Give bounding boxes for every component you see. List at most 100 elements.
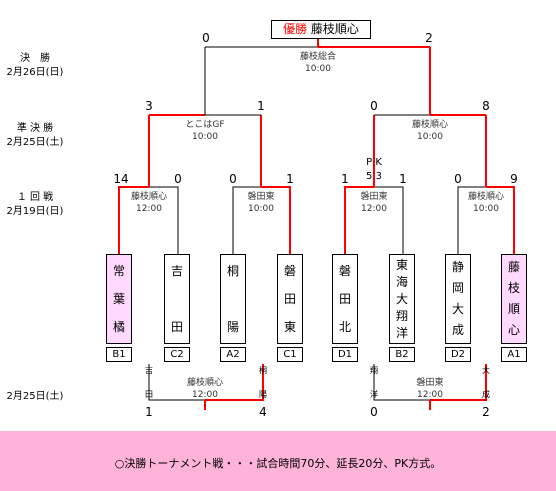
final-date: 2月26日(日) (6, 67, 64, 78)
r1-m1-right-leg (149, 186, 179, 254)
cons-left-venue: 藤枝順心 (186, 378, 223, 388)
team-name-char: 田 (338, 292, 351, 306)
r1-match-3-lines (344, 115, 404, 254)
team-code-1: B1 (106, 347, 132, 362)
final-score-left: 0 (202, 31, 210, 45)
team-box-5: 磐田北 (332, 254, 358, 344)
team-name-char: 東 (283, 320, 296, 334)
final-lines (205, 39, 430, 48)
r1-m3-score-left: 1 (341, 172, 349, 186)
team-box-8: 藤枝順心 (501, 254, 527, 344)
final-venue: 藤枝総合 (299, 52, 336, 62)
semi-right-lines (374, 47, 486, 116)
r1-m3-pk-score: 5 3 (366, 171, 382, 182)
team-name-char: 成 (451, 323, 464, 337)
team-name-char: 翔 (395, 309, 408, 323)
r1-match-1-lines (118, 115, 179, 254)
r1-m3-right-leg (374, 186, 404, 254)
team-box-3: 桐陽 (220, 254, 246, 344)
cons-left-team-right-2: 陽 (259, 390, 267, 399)
cons-right-time: 12:00 (417, 390, 443, 400)
team-name-char: 岡 (451, 281, 464, 295)
team-name-char: 洋 (395, 326, 408, 340)
semi-round-label: 準 決 勝 (16, 123, 54, 134)
cons-right-left-leg (373, 364, 430, 401)
note-panel: ○決勝トーナメント戦・・・試合時間70分、延長20分、PK方式。 (0, 431, 556, 491)
final-time: 10:00 (305, 64, 331, 74)
team-box-2: 吉田 (164, 254, 190, 344)
team-name-char: 海 (395, 275, 408, 289)
r1-match-4-lines (457, 115, 515, 254)
team-code-5: D1 (332, 347, 358, 362)
r1-m1-time: 12:00 (136, 204, 162, 214)
cons-left-score-left: 1 (145, 405, 153, 419)
champion-name: 藤枝順心 (310, 22, 359, 36)
team-name-char: 常 (112, 264, 125, 278)
r1-m2-left-leg (232, 186, 261, 254)
cons-left-team-left-2: 田 (145, 390, 153, 399)
r1-m4-right-leg (486, 186, 515, 254)
semi-left-score-right: 1 (257, 99, 265, 113)
semi-left-venue: とこはGF (185, 120, 225, 130)
r1-m4-venue: 藤枝順心 (467, 192, 504, 202)
team-name-char: 葉 (112, 292, 125, 306)
team-name-char: 大 (451, 302, 464, 316)
semi-right-score-left: 0 (370, 99, 378, 113)
cons-left-left-leg (148, 364, 205, 401)
r1-m3-pk-label: P K (366, 157, 382, 168)
semi-right-time: 10:00 (417, 132, 443, 142)
team-box-4: 磐田東 (277, 254, 303, 344)
semi-left-time: 10:00 (192, 132, 218, 142)
team-name-char: 藤 (507, 260, 520, 274)
r1-m2-venue: 磐田東 (247, 192, 275, 202)
r1-m2-score-right: 1 (286, 172, 294, 186)
champion-label: 優勝 (283, 22, 308, 36)
cons-right-score-left: 0 (370, 405, 378, 419)
r1-m2-time: 10:00 (248, 204, 274, 214)
team-name-char: 枝 (507, 281, 520, 295)
r1-m3-left-leg (344, 186, 374, 254)
r1-m1-score-left: 14 (113, 172, 129, 186)
team-code-3: A2 (220, 347, 246, 362)
r1-match-2-lines (232, 115, 291, 254)
team-name-char (165, 285, 189, 313)
note-text: ○決勝トーナメント戦・・・試合時間70分、延長20分、PK方式。 (114, 457, 442, 470)
consolation-left-lines (148, 364, 264, 410)
r1-m2-right-leg (261, 186, 291, 254)
r1-m3-score-right: 1 (399, 172, 407, 186)
r1-m4-time: 10:00 (473, 204, 499, 214)
cons-left-score-right: 4 (259, 405, 267, 419)
team-name-char: 順 (507, 302, 520, 316)
semi-right-score-right: 8 (482, 99, 490, 113)
r1-m2-score-left: 0 (229, 172, 237, 186)
cons-right-team-right-1: 大 (482, 366, 490, 375)
r1-date: 2月19日(日) (6, 206, 64, 217)
cons-left-team-right-1: 桐 (259, 366, 267, 375)
team-name-char: 磐 (283, 264, 296, 278)
cons-left-team-left-1: 吉 (145, 366, 153, 375)
team-name-char: 吉 (170, 264, 183, 278)
cons-right-team-left-1: 翔 (370, 366, 378, 375)
r1-m3-venue: 磐田東 (360, 192, 388, 202)
cons-right-right-leg (430, 364, 487, 401)
cons-right-score-right: 2 (482, 405, 490, 419)
consolation-right-lines (373, 364, 487, 410)
r1-round-label: １ 回 戦 (16, 192, 54, 203)
team-name-char: 陽 (226, 320, 239, 334)
cons-left-right-leg (205, 364, 264, 401)
team-code-7: D2 (445, 347, 471, 362)
team-name-char: 心 (507, 323, 520, 337)
semi-left-score-left: 3 (145, 99, 153, 113)
team-name-char: 田 (170, 320, 183, 334)
consolation-date: 2月25日(土) (6, 391, 64, 402)
cons-right-team-right-2: 成 (482, 390, 490, 399)
r1-m4-left-leg (457, 186, 486, 254)
team-name-char: 磐 (338, 264, 351, 278)
team-box-7: 静岡大成 (445, 254, 471, 344)
team-code-4: C1 (277, 347, 303, 362)
semi-left-lines (149, 47, 261, 116)
team-name-char: 大 (395, 292, 408, 306)
champion-box: 優勝 藤枝順心 (271, 20, 371, 39)
